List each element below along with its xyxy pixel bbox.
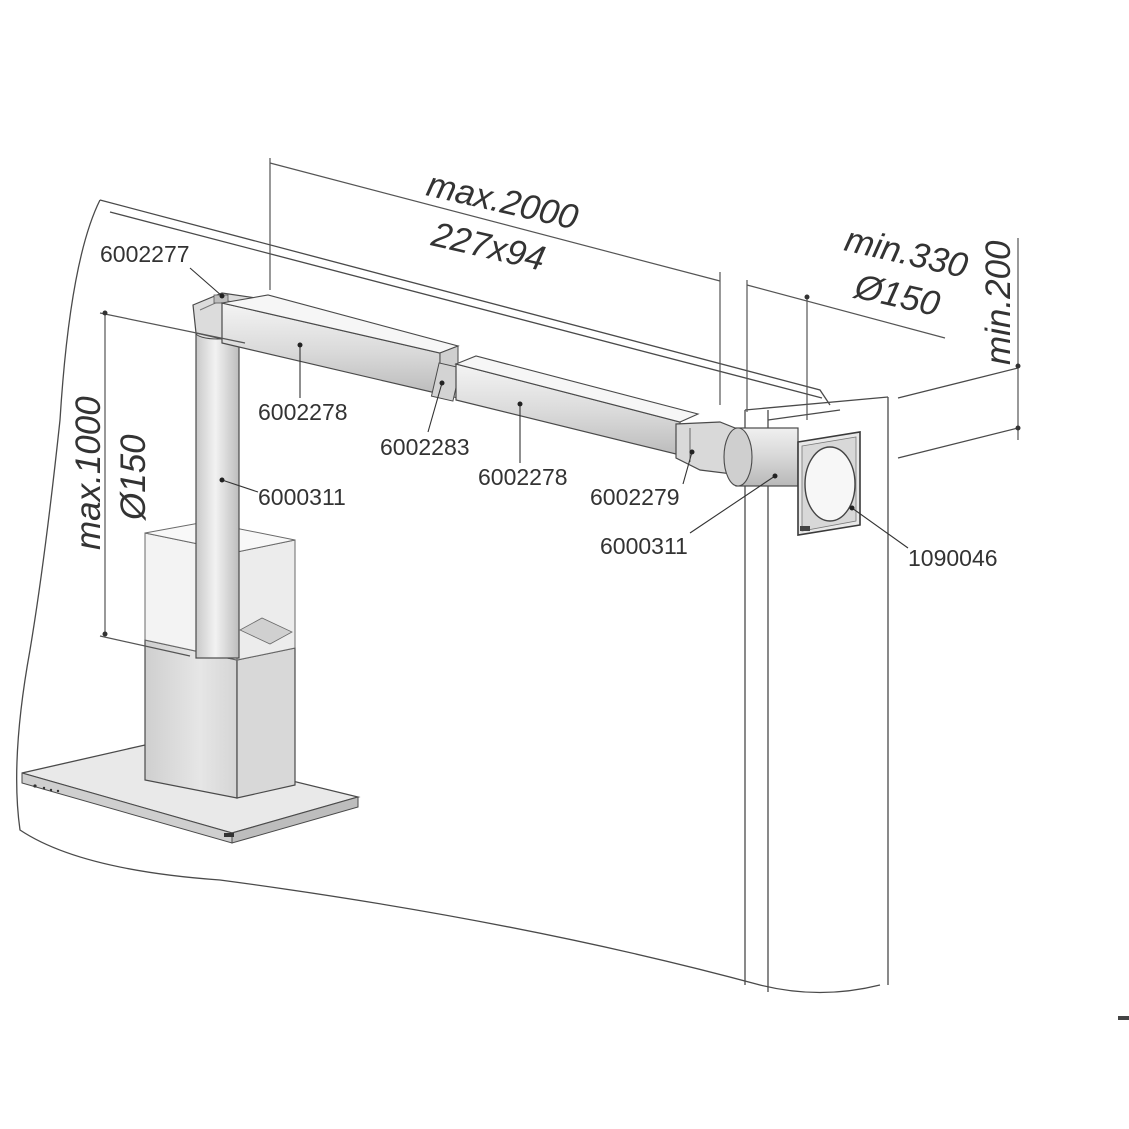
vertical-round-pipe — [195, 326, 240, 659]
leader-lines — [189, 267, 909, 549]
part-label-connector: 6002283 — [380, 434, 470, 460]
part-label-wall-pipe: 6000311 — [600, 533, 688, 559]
cooker-hood — [21, 521, 361, 844]
part-label-bend: 6002277 — [100, 241, 190, 267]
ceiling-gap-dimension: min.200 — [979, 240, 1018, 365]
wall-grille — [797, 431, 861, 536]
chimney-height-dimension: max.1000 — [69, 396, 108, 550]
part-label-wall-grille: 1090046 — [908, 545, 998, 571]
dimension-lines — [99, 158, 1021, 657]
room-outline — [16, 199, 1019, 994]
part-label-duct-left: 6002278 — [258, 399, 348, 425]
chimney-diameter-dimension: Ø150 — [114, 434, 153, 521]
part-label-chimney-pipe: 6000311 — [258, 484, 346, 510]
wall-round-pipe — [723, 427, 799, 487]
part-label-duct-right: 6002278 — [478, 464, 568, 490]
rectangular-duct — [221, 294, 746, 476]
edge-mark — [1118, 1016, 1129, 1020]
part-label-adapter: 6002279 — [590, 484, 680, 510]
